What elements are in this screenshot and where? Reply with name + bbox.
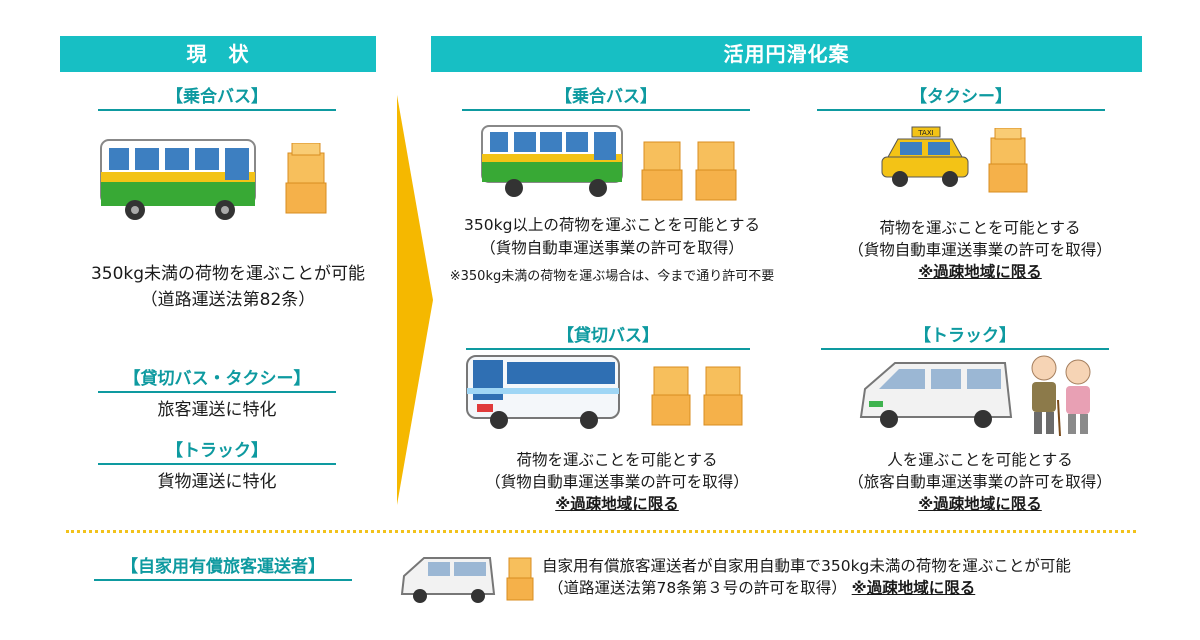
left-bus-desc: 350kg未満の荷物を運ぶことが可能 — [90, 264, 366, 284]
current-status-banner: 現 状 — [60, 36, 376, 72]
private-transport-heading: 【自家用有償旅客運送者】 — [94, 552, 352, 581]
right-bus-desc: 350kg以上の荷物を運ぶことを可能とする — [464, 216, 760, 234]
section-divider — [66, 530, 1136, 533]
left-bus-heading: 【乗合バス】 — [98, 82, 336, 111]
route-bus-illustration — [481, 125, 623, 197]
left-truck-desc: 貨物運送に特化 — [157, 472, 277, 492]
left-charter-taxi-desc: 旅客運送に特化 — [157, 400, 277, 420]
right-bus-note: ※350kg未満の荷物を運ぶ場合は、今まで通り許可不要 — [449, 269, 775, 284]
charter-bus-illustration — [466, 355, 620, 429]
left-bus-law: （道路運送法第82条） — [140, 290, 316, 310]
left-charter-taxi-heading: 【貸切バス・タクシー】 — [98, 364, 336, 393]
cargo-box-stack-icon — [695, 141, 737, 201]
taxi-sign: TAXI — [917, 129, 933, 137]
route-bus-illustration — [100, 139, 256, 220]
van-illustration — [859, 362, 1013, 428]
proposal-banner: 活用円滑化案 — [431, 36, 1142, 72]
cargo-box-stack-icon — [988, 128, 1028, 193]
truck-permit: （旅客自動車運送事業の許可を取得） — [848, 473, 1112, 491]
private-transport-desc: 自家用有償旅客運送者が自家用自動車で350kg未満の荷物を運ぶことが可能 — [542, 557, 1071, 575]
cargo-box-stack-icon — [703, 366, 743, 426]
cargo-box-stack-icon — [641, 141, 683, 201]
private-car-illustration — [400, 557, 496, 603]
charter-bus-depopulated-note: ※過疎地域に限る — [555, 495, 679, 513]
cargo-box-stack-icon — [285, 143, 327, 214]
charter-bus-permit: （貨物自動車運送事業の許可を取得） — [485, 473, 749, 491]
charter-bus-desc: 荷物を運ぶことを可能とする — [516, 451, 718, 469]
truck-heading: 【トラック】 — [821, 321, 1109, 350]
cargo-box-stack-icon — [506, 557, 534, 601]
truck-depopulated-note: ※過疎地域に限る — [918, 495, 1042, 513]
taxi-desc: 荷物を運ぶことを可能とする — [879, 219, 1081, 237]
private-transport-depopulated-note: ※過疎地域に限る — [851, 579, 976, 597]
left-truck-heading: 【トラック】 — [98, 436, 336, 465]
taxi-heading: 【タクシー】 — [817, 82, 1105, 111]
taxi-illustration: TAXI — [881, 126, 969, 187]
cargo-box-stack-icon — [651, 366, 691, 426]
taxi-permit: （貨物自動車運送事業の許可を取得） — [848, 241, 1112, 259]
arrow-right-icon — [397, 95, 433, 505]
private-transport-permit: （道路運送法第78条第３号の許可を取得） — [548, 579, 847, 597]
elderly-couple-icon — [1031, 355, 1091, 437]
private-transport-permit-row: （道路運送法第78条第３号の許可を取得） ※過疎地域に限る — [548, 577, 975, 599]
right-bus-permit: （貨物自動車運送事業の許可を取得） — [480, 239, 744, 257]
right-bus-heading: 【乗合バス】 — [462, 82, 750, 111]
charter-bus-heading: 【貸切バス】 — [466, 321, 750, 350]
taxi-depopulated-note: ※過疎地域に限る — [918, 263, 1042, 281]
truck-desc: 人を運ぶことを可能とする — [887, 451, 1073, 469]
